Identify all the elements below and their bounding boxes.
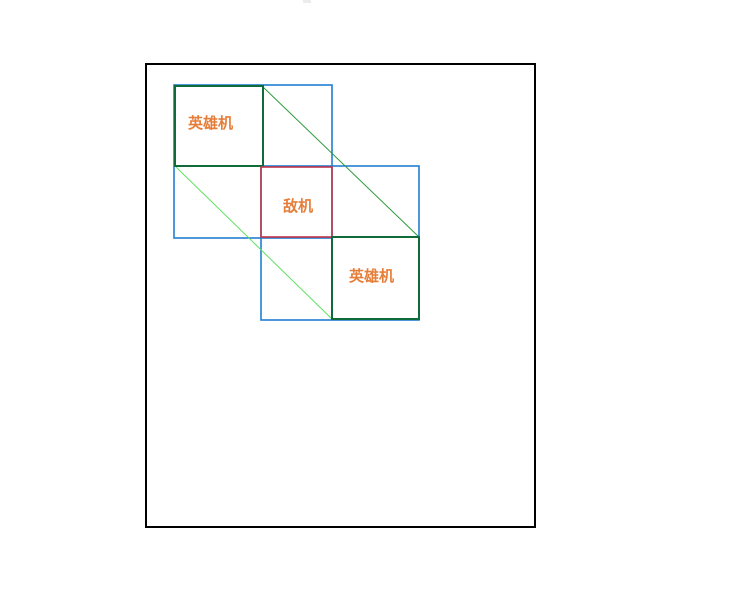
- collision-range-box-bottom: [260, 165, 420, 321]
- canvas-frame: [145, 63, 536, 528]
- collision-range-box-top: [173, 84, 333, 239]
- hero-plane-box-top: [174, 85, 264, 167]
- top-mark: [303, 0, 311, 3]
- enemy-plane-box: [260, 166, 333, 238]
- diagonal-line-dark: [262, 86, 420, 238]
- hero-label-top: 英雄机: [188, 114, 233, 132]
- hero-label-bottom: 英雄机: [349, 267, 394, 285]
- hero-plane-box-bottom: [331, 236, 420, 320]
- enemy-label: 敌机: [283, 197, 313, 215]
- diagonal-line-light: [175, 166, 333, 320]
